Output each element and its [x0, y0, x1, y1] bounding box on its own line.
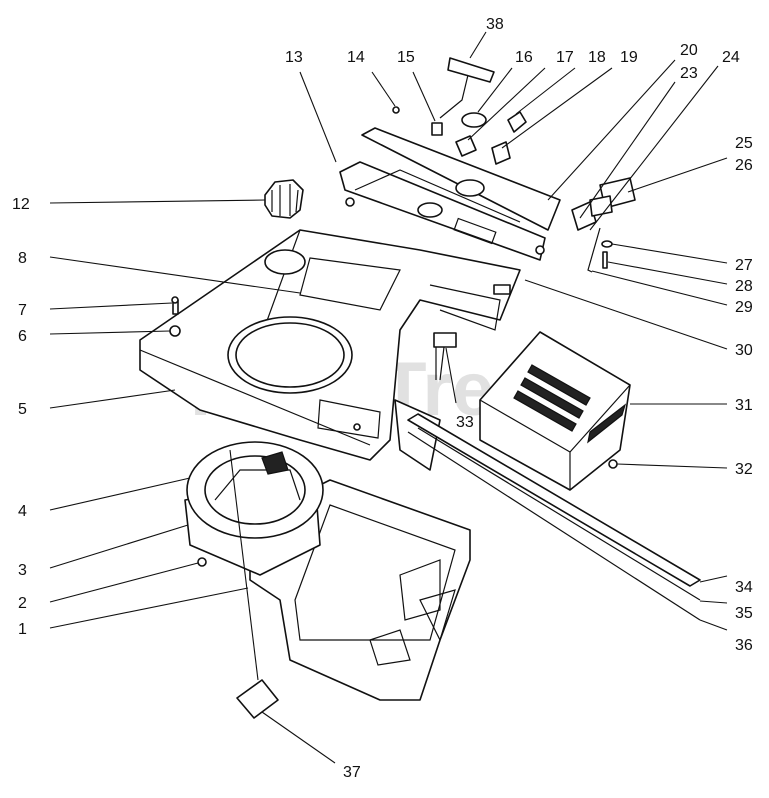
- callout-12: 12: [12, 196, 30, 213]
- callout-4: 4: [18, 503, 27, 520]
- callout-23: 23: [680, 65, 698, 82]
- bolt-part: [171, 296, 179, 315]
- callout-6: 6: [18, 328, 27, 345]
- callout-30: 30: [735, 342, 753, 359]
- callout-19: 19: [620, 49, 638, 66]
- callout-labels: 1 2 3 4 5 6 7 8 12 13 14 15 16 17 18 19 …: [12, 16, 753, 781]
- callout-13: 13: [285, 49, 303, 66]
- connector-part: [491, 141, 511, 165]
- callout-28: 28: [735, 278, 753, 295]
- console-components: [392, 57, 527, 165]
- nut-part: [197, 557, 207, 567]
- callout-15: 15: [397, 49, 415, 66]
- callout-3: 3: [18, 562, 27, 579]
- callout-16: 16: [515, 49, 533, 66]
- callout-27: 27: [735, 257, 753, 274]
- rocker-part: [507, 111, 527, 133]
- callout-37: 37: [343, 764, 361, 781]
- callout-31: 31: [735, 397, 753, 414]
- grommet-part: [431, 122, 443, 136]
- leader-lines: [49, 31, 728, 764]
- right-hardware: [571, 177, 636, 273]
- connector-33-part: [433, 332, 457, 381]
- callout-24: 24: [722, 49, 740, 66]
- callout-20: 20: [680, 42, 698, 59]
- console-part: [339, 127, 561, 261]
- callout-14: 14: [347, 49, 365, 66]
- callout-35: 35: [735, 605, 753, 622]
- adapter-ring-part: [186, 441, 324, 539]
- dash-panel-part: [139, 229, 521, 471]
- callout-1: 1: [18, 621, 27, 638]
- callout-32: 32: [735, 461, 753, 478]
- screw-part: [392, 106, 400, 114]
- callout-8: 8: [18, 250, 27, 267]
- knob-part: [461, 112, 487, 128]
- callout-38: 38: [486, 16, 504, 33]
- callout-18: 18: [588, 49, 606, 66]
- callout-33: 33: [456, 414, 474, 431]
- rods-part: [407, 413, 701, 621]
- callout-26: 26: [735, 157, 753, 174]
- callout-2: 2: [18, 595, 27, 612]
- callout-34: 34: [735, 579, 753, 596]
- callout-36: 36: [735, 637, 753, 654]
- cover-box-part: [479, 331, 631, 491]
- key-part: [447, 57, 495, 83]
- callout-7: 7: [18, 302, 27, 319]
- callout-5: 5: [18, 401, 27, 418]
- switch-part: [455, 135, 477, 157]
- callout-17: 17: [556, 49, 574, 66]
- callout-25: 25: [735, 135, 753, 152]
- fuel-cap-part: [264, 179, 306, 275]
- callout-29: 29: [735, 299, 753, 316]
- decal-part: [236, 679, 279, 719]
- washer-part: [169, 325, 181, 337]
